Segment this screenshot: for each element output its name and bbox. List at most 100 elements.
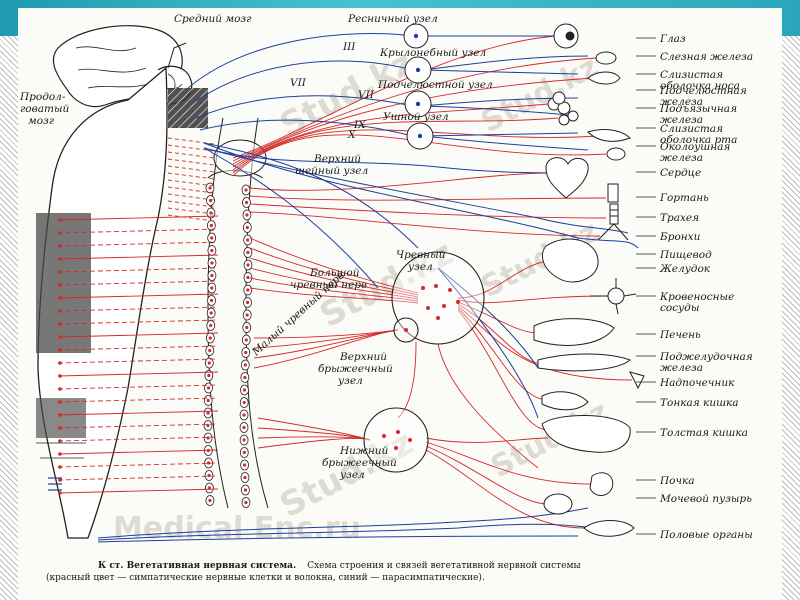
ganglion-neuron — [413, 33, 419, 39]
slide-right-border — [782, 36, 800, 600]
label-pterygopalatine-ganglion: Крылонебный узел — [379, 47, 486, 59]
sympathetic-fiber — [57, 397, 219, 403]
trunk-neuron — [207, 373, 211, 378]
sympathetic-fiber — [57, 241, 219, 247]
sympathetic-fiber — [57, 384, 219, 390]
organ-label-line: Толстая кишка — [660, 427, 748, 439]
sympathetic-fiber — [249, 257, 419, 298]
label-ciliary-ganglion: Ресничный узел — [347, 13, 438, 25]
trunk-neuron — [243, 475, 247, 480]
organ-label-line: Сердце — [660, 167, 701, 179]
sympathetic-fiber — [57, 449, 219, 455]
larynx-icon — [607, 183, 619, 203]
sympathetic-fiber — [232, 35, 557, 159]
organ-leader-lines — [636, 37, 656, 535]
sympathetic-fiber — [167, 172, 215, 180]
ganglion-neuron — [417, 133, 423, 139]
sympathetic-fiber — [57, 488, 219, 494]
sympathetic-neuron — [58, 400, 62, 404]
organ-label-line: Надпочечник — [659, 377, 735, 389]
trunk-neuron — [242, 413, 246, 417]
trunk-neuron — [209, 323, 213, 328]
organ-label: Трахея — [660, 212, 699, 224]
sympathetic-fiber — [249, 287, 419, 304]
sympathetic-neuron — [58, 270, 62, 274]
sympathetic-fiber — [249, 172, 551, 191]
bronchi-icon — [597, 223, 629, 241]
organ-label: Мочевой пузырь — [659, 493, 752, 505]
trunk-neuron — [246, 288, 250, 292]
sympathetic-fiber — [249, 237, 419, 294]
sympathetic-fiber — [457, 305, 633, 381]
sympathetic-neuron — [58, 361, 62, 365]
blood-vessels-icon — [590, 278, 637, 315]
sympathetic-neuron — [58, 231, 62, 235]
sympathetic-fiber — [167, 137, 215, 145]
ganglion-neuron — [426, 306, 430, 310]
organ-label: Гортань — [659, 192, 709, 204]
sympathetic-fiber — [57, 462, 219, 468]
organ-label-line: сосуды — [660, 302, 699, 314]
sympathetic-neuron — [58, 335, 62, 339]
ganglion-neuron — [415, 67, 421, 73]
ganglion-neuron — [421, 286, 425, 290]
trunk-neuron — [206, 423, 210, 428]
organ-label: Толстая кишка — [660, 427, 748, 439]
trunk-neuron — [242, 400, 246, 405]
trunk-neuron — [243, 375, 247, 380]
nasal-mucosa-icon — [587, 71, 621, 85]
label-greater-splanchnic: Большой — [309, 267, 360, 279]
sympathetic-fiber — [232, 134, 607, 177]
sympathetic-neuron — [58, 452, 62, 456]
nerve-numeral: VII — [358, 89, 375, 101]
trunk-neuron — [246, 263, 250, 267]
sympathetic-fiber — [425, 437, 549, 443]
sympathetic-neuron — [58, 283, 62, 287]
sympathetic-fiber — [167, 207, 215, 215]
organ-label: Печень — [659, 329, 701, 341]
stomach-icon — [542, 238, 599, 283]
label-inferior-mesenteric: узел — [339, 469, 365, 481]
trunk-neuron — [242, 425, 246, 430]
ganglion-neuron — [434, 284, 438, 288]
trunk-neuron — [242, 438, 246, 442]
genital-organs-icon — [583, 520, 635, 537]
sympathetic-fiber — [232, 77, 595, 165]
label-submandibular-ganglion: Подчелюстной узел — [377, 79, 493, 91]
trunk-neuron — [208, 348, 212, 353]
sympathetic-fiber — [57, 358, 219, 364]
sympathetic-fiber — [167, 144, 215, 152]
eye-icon — [553, 23, 579, 49]
trunk-neuron — [210, 273, 214, 278]
trunk-neuron — [244, 188, 248, 192]
trunk-neuron — [206, 398, 210, 403]
celiac-ganglion — [391, 251, 485, 345]
trunk-neuron — [244, 500, 248, 505]
organ-label: Глаз — [659, 33, 686, 45]
ganglion-neuron — [456, 300, 460, 304]
sympathetic-fiber — [57, 475, 219, 481]
organ-label: Желудок — [659, 263, 711, 275]
nerve-numeral: X — [347, 129, 356, 141]
sympathetic-fiber — [249, 195, 607, 201]
caption-text: Схема строения и связей вегетативной нер… — [307, 561, 580, 571]
sympathetic-fiber — [167, 200, 215, 208]
nerve-numeral: VII — [290, 77, 307, 89]
trunk-neuron — [206, 461, 211, 465]
trunk-neuron — [244, 338, 248, 342]
organ-label-line: Пищевод — [659, 249, 712, 261]
trunk-neuron — [246, 250, 250, 255]
organ-label-line: Глаз — [659, 33, 686, 45]
sympathetic-fiber — [57, 423, 219, 429]
ganglion-neuron — [415, 101, 421, 107]
label-midbrain: Средний мозг — [174, 13, 252, 25]
organ-label-line: Гортань — [659, 192, 709, 204]
trunk-neuron — [245, 225, 249, 230]
sympathetic-neuron — [58, 387, 62, 391]
pancreas-icon — [537, 353, 631, 372]
abdominal-ganglia — [363, 251, 485, 473]
